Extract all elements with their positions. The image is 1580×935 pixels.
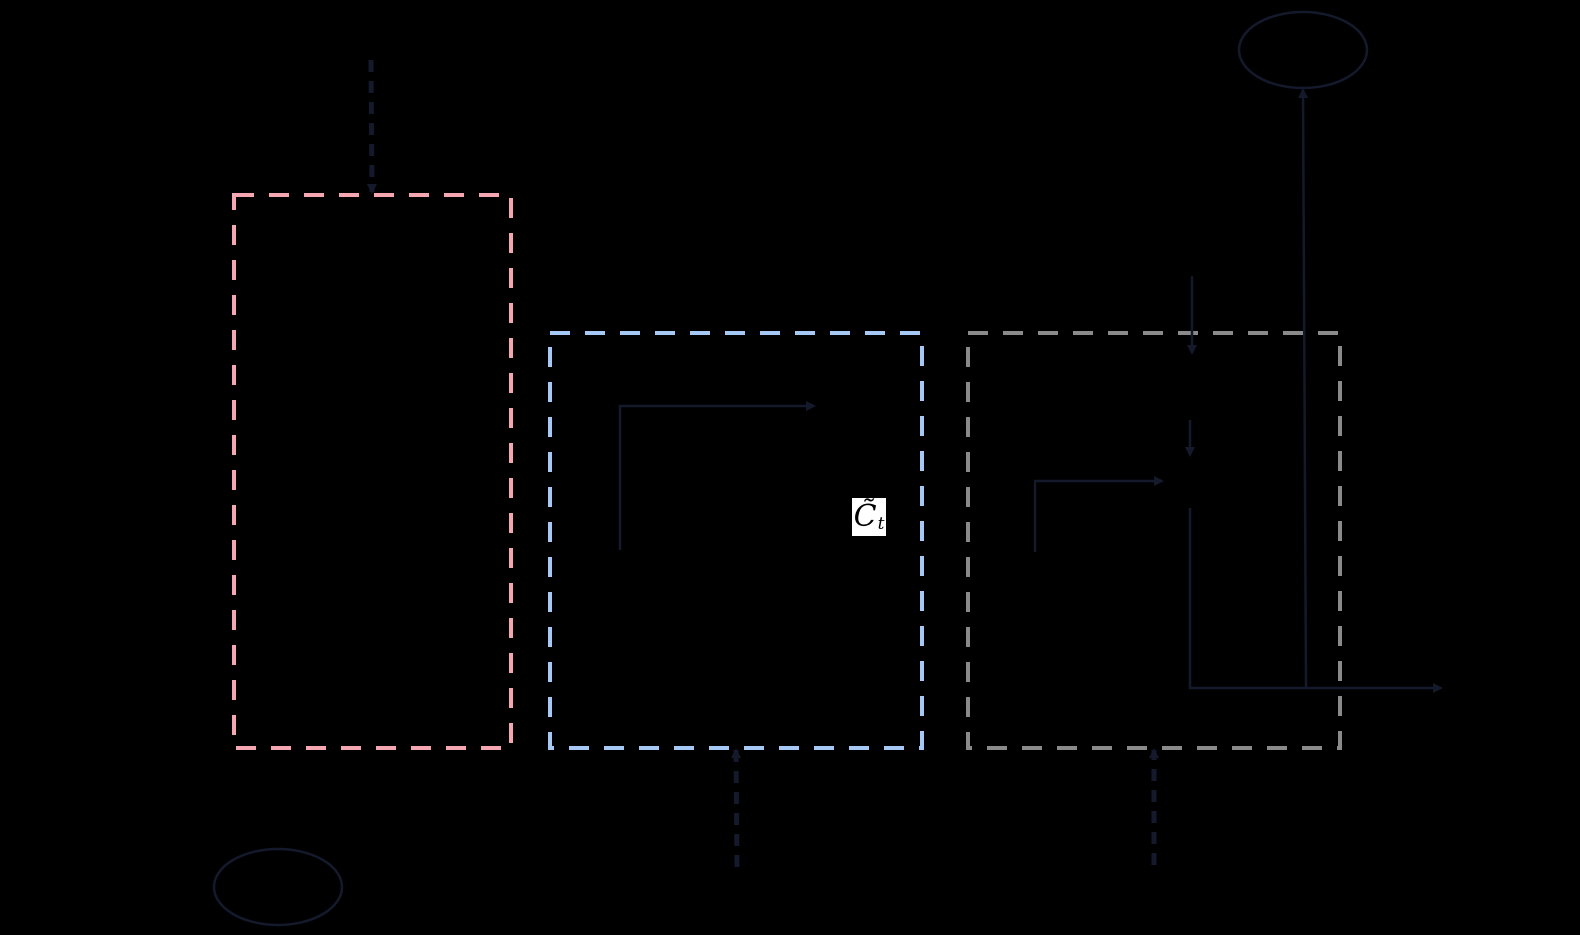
output-gate-box	[966, 331, 1342, 750]
ellipses-layer	[212, 10, 1369, 927]
label-subscript: t	[877, 513, 885, 534]
hidden-up-arrow	[1298, 88, 1309, 689]
input-node-ellipse	[212, 847, 344, 927]
output-gate-path-arrow	[1033, 476, 1164, 552]
label-main-symbol: C̃	[853, 499, 877, 534]
candidate-cell-label: C̃ t	[852, 498, 886, 536]
forget-gate-box	[232, 193, 513, 750]
candidate-path-arrow	[618, 401, 816, 550]
gates-layer	[232, 193, 1342, 750]
output-node-ellipse	[1237, 10, 1369, 90]
hidden-output-arrow	[1188, 508, 1443, 693]
arrows-layer	[366, 59, 1443, 868]
input-gate-box	[548, 331, 924, 750]
forget-gate-input-arrow	[366, 59, 377, 194]
